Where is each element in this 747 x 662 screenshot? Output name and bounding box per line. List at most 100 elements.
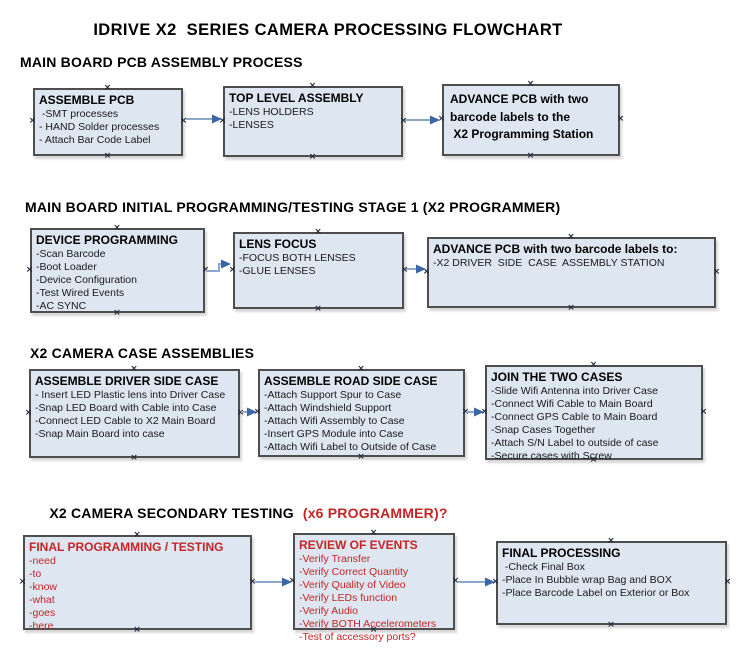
- box-item: -Test Wired Events: [36, 287, 125, 299]
- flow-box-final-processing[interactable]: × × × × FINAL PROCESSING -Check Final Bo…: [492, 536, 732, 630]
- connection-point-icon: ×: [308, 81, 317, 91]
- connection-point-icon: ×: [422, 266, 431, 277]
- box-item: -GLUE LENSES: [239, 265, 316, 277]
- box-item: -Scan Barcode: [36, 248, 106, 260]
- section-heading-black-part: X2 CAMERA SECONDARY TESTING: [49, 505, 294, 521]
- connection-point-icon: ×: [24, 407, 33, 418]
- box-item: -what: [29, 594, 55, 606]
- connection-point-icon: ×: [25, 264, 34, 275]
- section-heading-initial-programming: MAIN BOARD INITIAL PROGRAMMING/TESTING S…: [25, 199, 561, 215]
- connection-point-icon: ×: [179, 116, 188, 126]
- connection-point-icon: ×: [314, 304, 322, 314]
- connection-point-icon: ×: [437, 114, 446, 124]
- box-title: JOIN THE TWO CASES: [491, 370, 623, 384]
- box-item: -Check Final Box: [502, 561, 585, 573]
- box-item: -goes: [29, 607, 56, 619]
- connection-point-icon: ×: [589, 360, 598, 370]
- connection-point-icon: ×: [526, 151, 535, 161]
- box-item: -Place Barcode Label on Exterior or Box: [502, 587, 690, 599]
- connection-point-icon: ×: [28, 116, 37, 126]
- box-item: -Attach Support Spur to Case: [264, 389, 402, 401]
- connection-point-icon: ×: [314, 227, 322, 237]
- box-item: -X2 DRIVER SIDE CASE ASSEMBLY STATION: [433, 257, 665, 269]
- box-item: -Secure cases with Screw: [491, 450, 612, 462]
- box-item: -Place In Bubble wrap Bag and BOX: [502, 574, 672, 586]
- box-item: -Verify Quality of Video: [299, 579, 406, 591]
- box-text-line: ADVANCE PCB with two: [450, 92, 589, 106]
- arrow-deviceprog-to-lensfocus[interactable]: [206, 259, 231, 272]
- box-item: -Verify Audio: [299, 605, 358, 617]
- connection-point-icon: ×: [712, 266, 721, 277]
- box-title: ADVANCE PCB with two barcode labels to:: [433, 242, 678, 256]
- connection-point-icon: ×: [699, 406, 708, 417]
- connection-point-icon: ×: [451, 575, 460, 586]
- connection-point-icon: ×: [103, 151, 112, 161]
- box-item: -Test of accessory ports?: [299, 631, 416, 643]
- connection-point-icon: ×: [228, 264, 237, 275]
- connection-point-icon: ×: [723, 577, 732, 587]
- box-item: -Connect LED Cable to X2 Main Board: [35, 415, 216, 427]
- flow-box-device-programming[interactable]: × × × × DEVICE PROGRAMMING -Scan Barcode…: [26, 223, 210, 318]
- connection-point-icon: ×: [130, 364, 138, 374]
- box-item: -Boot Loader: [36, 261, 97, 273]
- box-item: -Attach Windshield Support: [264, 402, 392, 414]
- box-title: LENS FOCUS: [239, 237, 317, 251]
- box-title: DEVICE PROGRAMMING: [36, 233, 179, 247]
- box-title: ASSEMBLE PCB: [39, 93, 135, 107]
- box-item: -LENSES: [229, 119, 274, 131]
- flow-box-assemble-driver-side-case[interactable]: × × × × ASSEMBLE DRIVER SIDE CASE - Inse…: [25, 364, 245, 463]
- connection-point-icon: ×: [308, 152, 317, 162]
- flow-box-join-the-two-cases[interactable]: × × × × JOIN THE TWO CASES -Slide Wifi A…: [481, 360, 708, 465]
- box-item: -here: [29, 620, 54, 632]
- box-item: -Verify Correct Quantity: [299, 566, 409, 578]
- box-item: -Verify LEDs function: [299, 592, 398, 604]
- connection-point-icon: ×: [288, 575, 297, 586]
- box-item: -Connect Wifi Cable to Main Board: [491, 398, 653, 410]
- section-heading-pcb-assembly: MAIN BOARD PCB ASSEMBLY PROCESS: [20, 54, 303, 70]
- flow-box-assemble-road-side-case[interactable]: × × × × ASSEMBLE ROAD SIDE CASE -Attach …: [254, 364, 470, 462]
- box-item: -Verify BOTH Accelerometers: [299, 618, 437, 630]
- connection-point-icon: ×: [567, 303, 575, 313]
- box-item: -SMT processes: [39, 108, 119, 120]
- box-item: -Attach Wifi Assembly to Case: [264, 415, 405, 427]
- box-item: -Device Configuration: [36, 274, 137, 286]
- box-item: -know: [29, 581, 58, 593]
- box-item: -need: [29, 555, 56, 567]
- page-title: IDRIVE X2 SERIES CAMERA PROCESSING FLOWC…: [93, 21, 563, 39]
- flow-box-top-level-assembly[interactable]: × × × × TOP LEVEL ASSEMBLY -LENS HOLDERS…: [219, 81, 408, 162]
- flow-box-review-of-events[interactable]: × × × × REVIEW OF EVENTS -Verify Transfe…: [289, 528, 460, 643]
- box-item: -AC SYNC: [36, 300, 87, 312]
- connection-point-icon: ×: [567, 232, 575, 242]
- box-title: FINAL PROGRAMMING / TESTING: [29, 540, 224, 554]
- flow-box-advance-pcb-driver-side-station[interactable]: × × × × ADVANCE PCB with two barcode lab…: [423, 232, 721, 313]
- box-item: -Snap LED Board with Cable into Case: [35, 402, 217, 414]
- box-item: -LENS HOLDERS: [229, 106, 314, 118]
- box-item: -Insert GPS Module into Case: [264, 428, 404, 440]
- connection-point-icon: ×: [113, 223, 121, 233]
- flow-box-assemble-pcb[interactable]: × × × × ASSEMBLE PCB -SMT processes - HA…: [29, 83, 188, 161]
- connection-point-icon: ×: [103, 83, 112, 93]
- flow-box-lens-focus[interactable]: × × × × LENS FOCUS -FOCUS BOTH LENSES -G…: [229, 227, 409, 314]
- box-title: TOP LEVEL ASSEMBLY: [229, 91, 364, 105]
- section-heading-secondary-testing: X2 CAMERA SECONDARY TESTING (x6 PROGRAMME…: [33, 489, 448, 537]
- flow-box-final-programming-testing[interactable]: × × × × FINAL PROGRAMMING / TESTING -nee…: [19, 530, 257, 635]
- connection-point-icon: ×: [201, 264, 210, 275]
- box-item: -Snap Main Board into case: [35, 428, 165, 440]
- box-title: REVIEW OF EVENTS: [299, 538, 418, 552]
- box-item: -Attach S/N Label to outside of case: [491, 437, 659, 449]
- box-item: -FOCUS BOTH LENSES: [239, 252, 356, 264]
- box-item: - Insert LED Plastic lens into Driver Ca…: [35, 389, 226, 401]
- box-text-line: X2 Programming Station: [450, 127, 594, 141]
- box-title: ASSEMBLE ROAD SIDE CASE: [264, 374, 438, 388]
- connection-point-icon: ×: [526, 79, 535, 89]
- connection-point-icon: ×: [607, 536, 615, 546]
- box-item: -Connect GPS Cable to Main Board: [491, 411, 658, 423]
- box-item: - HAND Solder processes: [39, 121, 160, 133]
- flow-box-advance-pcb-programming-station[interactable]: × × × × ADVANCE PCB with two barcode lab…: [438, 79, 625, 161]
- connection-point-icon: ×: [616, 114, 625, 124]
- section-heading-red-part: (x6 PROGRAMMER)?: [302, 505, 448, 521]
- box-item: -to: [29, 568, 42, 580]
- box-item: -Attach Wifi Label to Outside of Case: [264, 441, 437, 453]
